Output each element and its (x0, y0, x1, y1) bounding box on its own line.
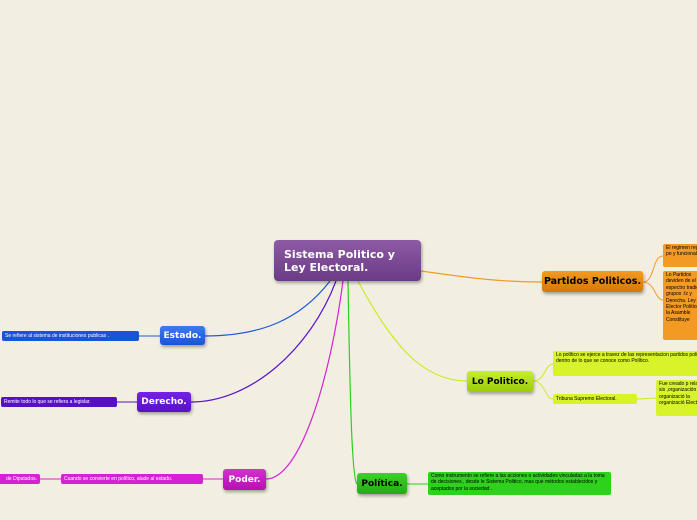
note-partidos-espectro[interactable]: Lo Partidos deviden de el espectro tradi… (663, 271, 697, 340)
topic-estado[interactable]: Estado. (160, 326, 205, 345)
topic-estado-label: Estado. (163, 330, 202, 341)
edge-root-partidos (420, 270, 543, 283)
note-politica[interactable]: Como instrumento se refiere a las accion… (428, 472, 611, 495)
note-tribuna-supremo-electoral[interactable]: Tribuna Supremo Electoral. (553, 394, 637, 404)
edge-lopol-note3 (636, 397, 657, 400)
topic-poder-label: Poder. (228, 474, 261, 485)
topic-partidos-politicos-label: Partidos Politicos. (543, 276, 642, 287)
note-partidos-regimen[interactable]: El regimen regimen po y funcional (663, 244, 697, 267)
topic-politica-label: Política. (361, 478, 403, 489)
edge-lopol-note2 (532, 380, 554, 400)
note-estado[interactable]: Se refiere al sistema de instituciones p… (2, 331, 139, 341)
note-derecho[interactable]: Remite todo lo que se refiera a legislar… (1, 397, 117, 407)
topic-derecho[interactable]: Derecho. (137, 392, 191, 412)
edge-partidos-note2 (642, 281, 664, 301)
topic-partidos-politicos[interactable]: Partidos Politicos. (542, 271, 643, 292)
edge-root-estado (204, 280, 331, 337)
note-poder[interactable]: Cuando se convierte en político, alude a… (61, 474, 203, 484)
topic-poder[interactable]: Poder. (223, 469, 266, 490)
edge-partidos-note1 (642, 255, 664, 283)
edge-root-politica (347, 280, 358, 485)
central-topic-label: Sistema Politico y Ley Electoral. (284, 247, 395, 274)
note-poder-diputados[interactable]: de Diputados. (0, 474, 40, 484)
topic-derecho-label: Derecho. (141, 397, 187, 407)
edge-root-lopolitico (357, 280, 468, 382)
central-topic[interactable]: Sistema Politico y Ley Electoral. (274, 240, 421, 281)
edge-root-derecho (190, 280, 337, 403)
edge-root-poder (265, 280, 344, 480)
topic-lo-politico[interactable]: Lo Politico. (467, 371, 533, 392)
note-lo-politico-representacion[interactable]: Lo político se ejerce a travez de las re… (553, 351, 697, 376)
edge-lopol-note1 (532, 363, 554, 382)
topic-politica[interactable]: Política. (357, 473, 407, 494)
topic-lo-politico-label: Lo Politico. (471, 376, 529, 387)
note-tribuna-creacion[interactable]: Fue creado p relativo al sis ,organizaci… (656, 380, 697, 416)
